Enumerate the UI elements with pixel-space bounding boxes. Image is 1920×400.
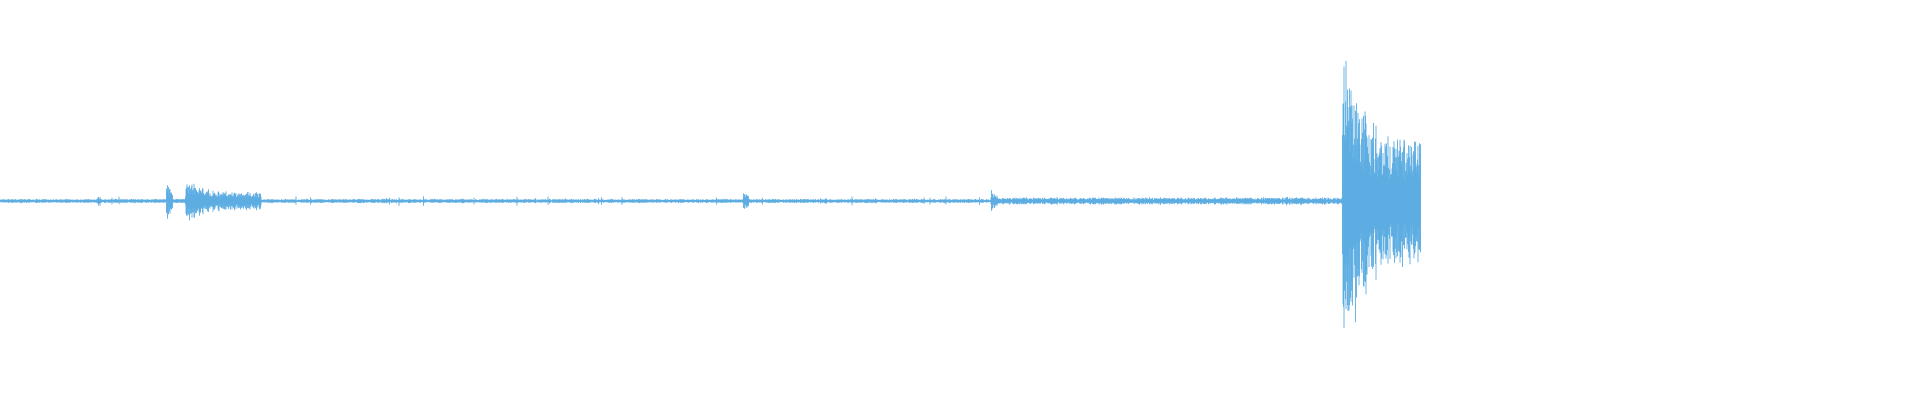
waveform-trace [0, 60, 1421, 328]
